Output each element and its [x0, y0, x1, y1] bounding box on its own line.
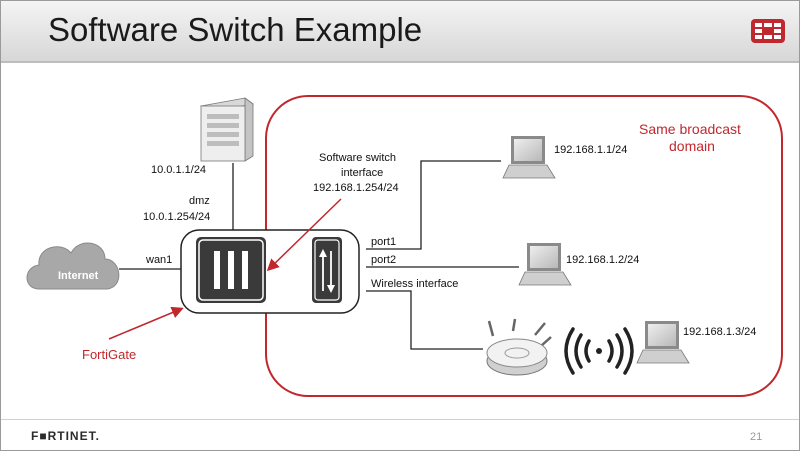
- port1-label: port1: [371, 236, 396, 248]
- dmz-label: dmz: [189, 195, 210, 207]
- footer-brand-logo: F■RTINET.: [31, 429, 100, 443]
- wireless-interface-label: Wireless interface: [371, 278, 458, 290]
- laptop-1-ip: 192.168.1.1/24: [554, 144, 627, 156]
- fortigate-arrow: [108, 306, 184, 340]
- laptop-icon: [636, 321, 690, 364]
- slide-header: Software Switch Example: [1, 1, 799, 61]
- port2-label: port2: [371, 254, 396, 266]
- wireless-signal-icon: [564, 327, 634, 375]
- fortigate-icon: [196, 237, 266, 303]
- switch-icon: [312, 237, 342, 303]
- laptop-icon: [502, 136, 556, 179]
- switch-interface-label-line1: Software switch: [319, 152, 396, 164]
- broadcast-domain-label-line1: Same broadcast: [639, 121, 741, 137]
- server-ip-label: 10.0.1.1/24: [151, 164, 206, 176]
- broadcast-domain-label-line2: domain: [669, 138, 715, 154]
- laptop-2-ip: 192.168.1.2/24: [566, 254, 639, 266]
- connection-lines: [119, 160, 519, 350]
- switch-interface-arrow: [266, 198, 342, 272]
- laptop-icon: [518, 243, 572, 286]
- server-icon: [200, 97, 254, 162]
- access-point-icon: [486, 318, 552, 376]
- switch-interface-label-line3: 192.168.1.254/24: [313, 182, 399, 194]
- footer-divider: [1, 419, 799, 420]
- switch-interface-label-line2: interface: [341, 167, 383, 179]
- cloud-icon: [26, 242, 120, 290]
- dmz-ip-label: 10.0.1.254/24: [143, 211, 210, 223]
- internet-label: Internet: [58, 270, 99, 282]
- page-number: 21: [750, 431, 763, 443]
- network-diagram: Same broadcast domain 10.0.1.1/24 dmz 10…: [26, 95, 783, 397]
- wan-label: wan1: [145, 254, 172, 266]
- header-divider: [1, 61, 799, 63]
- laptop-3-ip: 192.168.1.3/24: [683, 326, 756, 338]
- fortigate-label: FortiGate: [82, 347, 136, 362]
- fortinet-logo-icon: [751, 19, 785, 43]
- slide-title: Software Switch Example: [48, 11, 423, 48]
